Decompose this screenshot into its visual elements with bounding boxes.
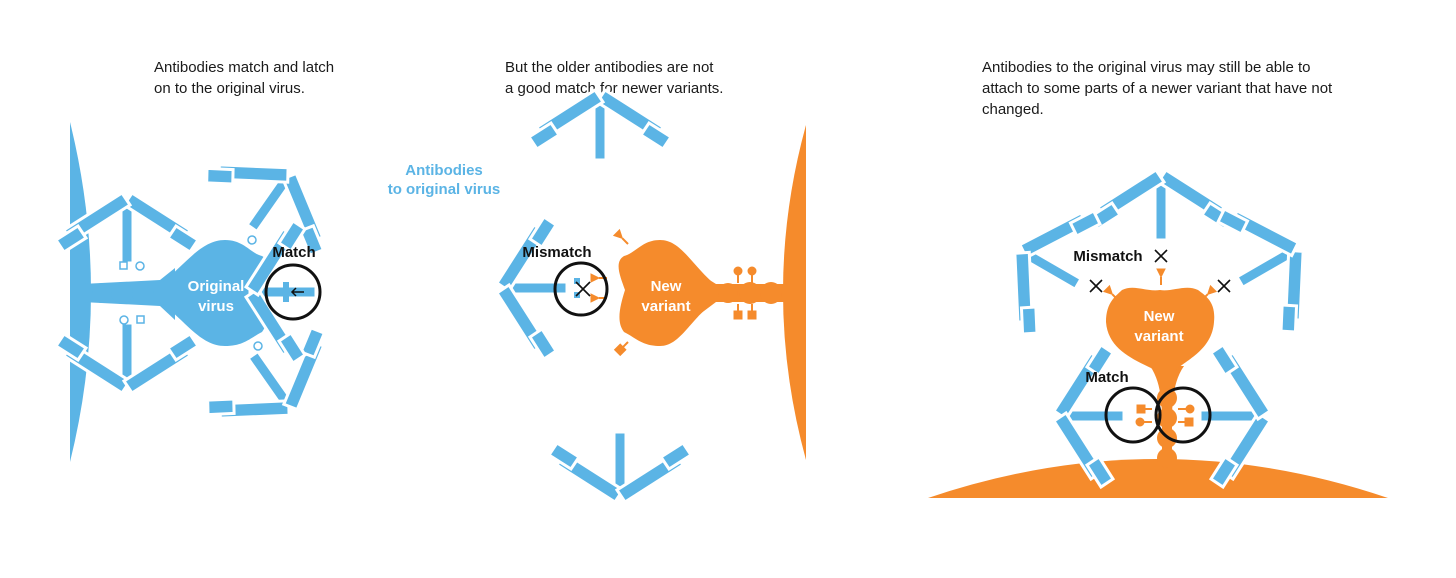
x-mark-icon: [576, 282, 590, 296]
antibodies-label-line: to original virus: [388, 181, 501, 198]
match-label: Match: [272, 244, 315, 261]
variant-label-line: variant: [641, 298, 690, 315]
antibody: [982, 188, 1114, 346]
mismatch-label: Mismatch: [1073, 248, 1142, 265]
panel-original-virus: Original virus: [56, 122, 500, 462]
antibody: [549, 432, 691, 502]
x-mark-icon: [1218, 280, 1230, 292]
antibody: [529, 90, 671, 160]
panel-partial-match: New variant: [928, 170, 1388, 498]
variant-label-line: New: [651, 278, 682, 295]
cell-membrane: [928, 459, 1388, 498]
x-mark-icon: [1155, 250, 1167, 262]
x-mark-icon: [1090, 280, 1102, 292]
antibody: [1090, 170, 1232, 240]
match-label: Match: [1085, 369, 1128, 386]
virus-label-line: virus: [198, 298, 234, 315]
antibody: [1205, 186, 1337, 344]
panel-mismatch: New variant Mismatch: [497, 90, 806, 502]
antibodies-label-line: Antibodies: [405, 162, 483, 179]
variant-label-line: New: [1144, 308, 1175, 325]
mismatch-label: Mismatch: [522, 244, 591, 261]
variant-label-line: variant: [1134, 328, 1183, 345]
virus-label-line: Original: [188, 278, 245, 295]
